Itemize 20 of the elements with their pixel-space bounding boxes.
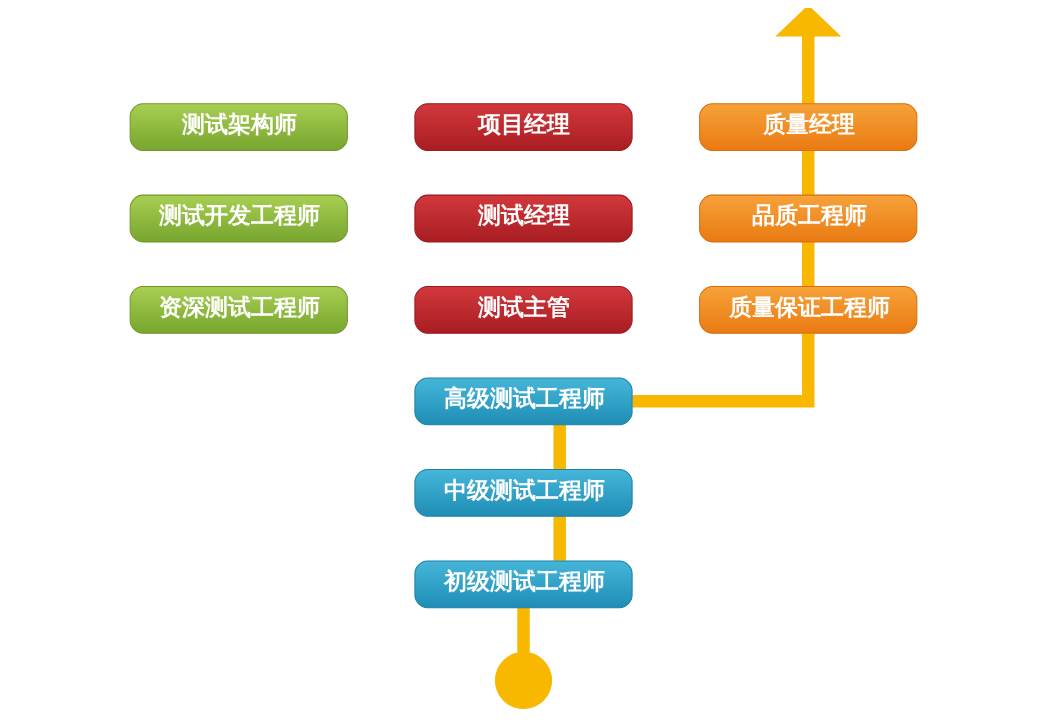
node-box: 高级测试工程师 xyxy=(414,377,633,426)
connector xyxy=(553,516,566,561)
node-circle xyxy=(494,651,553,709)
node-box: 测试经理 xyxy=(414,194,633,243)
connector xyxy=(802,150,815,195)
connector xyxy=(517,607,530,653)
node-box: 质量保证工程师 xyxy=(699,286,918,334)
node-box: 品质工程师 xyxy=(699,194,918,243)
connector xyxy=(802,242,815,287)
node-box: 初级测试工程师 xyxy=(414,560,633,609)
node-box: 质量经理 xyxy=(699,103,918,151)
connector xyxy=(553,424,566,470)
node-box: 项目经理 xyxy=(414,103,633,151)
node-box: 测试主管 xyxy=(414,286,633,334)
node-box: 测试架构师 xyxy=(129,103,348,151)
node-box: 中级测试工程师 xyxy=(414,468,633,517)
arrow xyxy=(775,8,842,104)
node-box: 资深测试工程师 xyxy=(129,286,348,334)
connector xyxy=(632,333,815,408)
node-box: 测试开发工程师 xyxy=(129,194,348,243)
